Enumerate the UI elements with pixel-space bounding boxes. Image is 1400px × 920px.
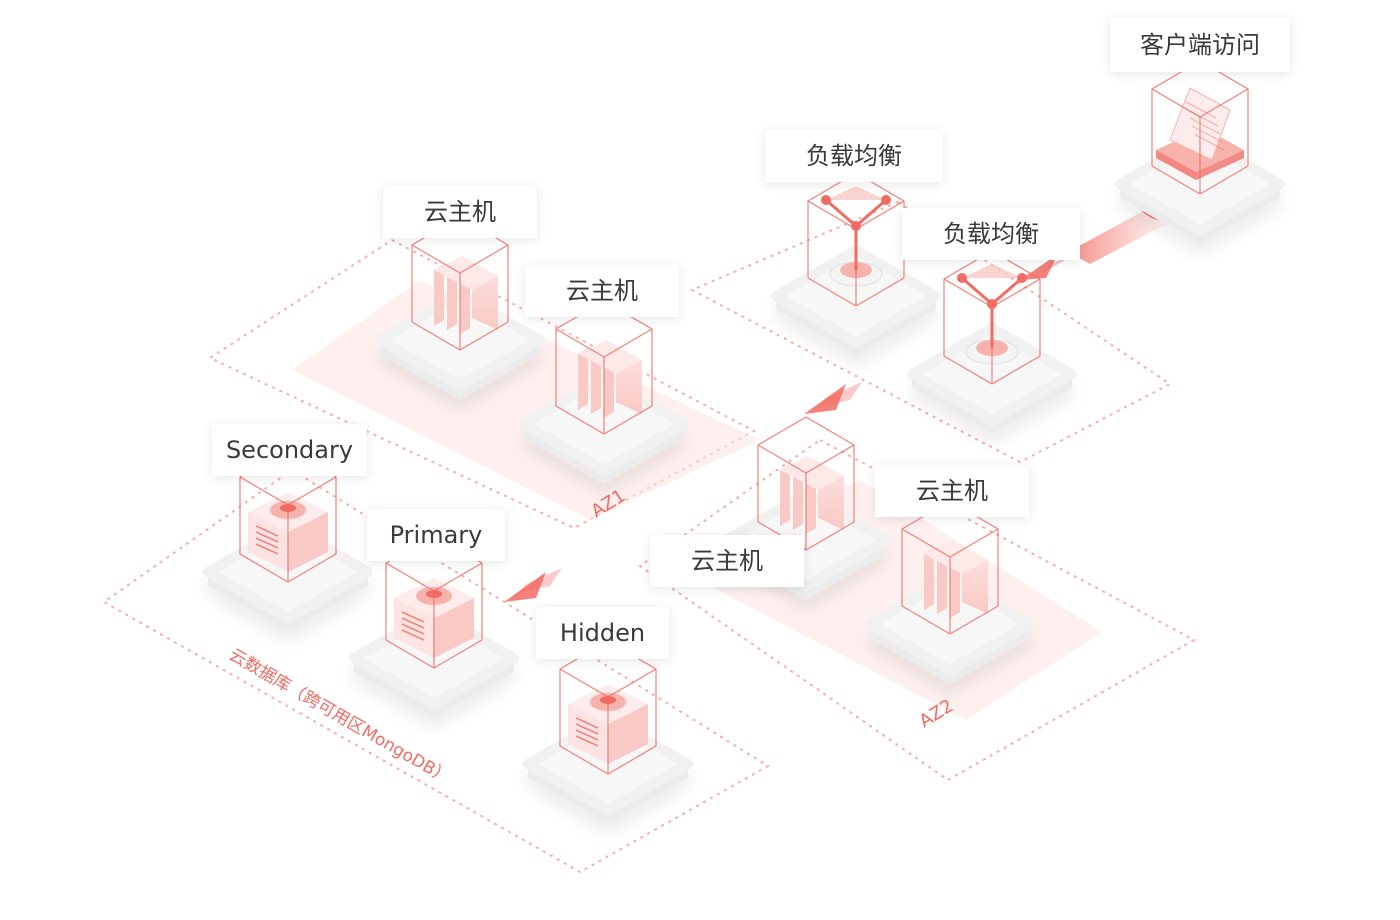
database-node-icon [248,492,328,572]
server-rack-icon [780,456,844,534]
label-load-balancer-1: 负载均衡 [765,130,943,182]
az1-cvm-node-1 [375,216,545,400]
label-az2-cvm-2: 云主机 [650,535,804,587]
az2-cvm-node-2 [865,500,1035,684]
label-load-balancer-2: 负载均衡 [902,208,1080,260]
load-balancer-node-1 [771,172,941,356]
label-db-primary: Primary [367,509,505,561]
label-db-hidden: Hidden [536,607,669,659]
label-az1-cvm-2: 云主机 [525,265,679,317]
label-db-secondary: Secondary [212,424,367,476]
server-rack-icon [924,540,988,618]
database-zone-outline [102,468,770,874]
label-client-access: 客户端访问 [1110,18,1290,72]
az2-zone-outline [638,438,1197,782]
label-az2-cvm-1: 云主机 [875,465,1029,517]
db-primary-node [349,534,519,718]
lb-zone-outline [689,200,1172,464]
server-rack-icon [578,340,642,418]
load-balancer-node-2 [907,250,1077,434]
db-hidden-node [523,640,693,824]
db-secondary-node [203,448,373,632]
server-rack-icon [434,256,498,334]
app-to-db-arrow [504,568,562,602]
lb-to-az-arrow [804,382,862,416]
label-az1-cvm-1: 云主机 [383,186,537,238]
client-node [1115,60,1285,244]
